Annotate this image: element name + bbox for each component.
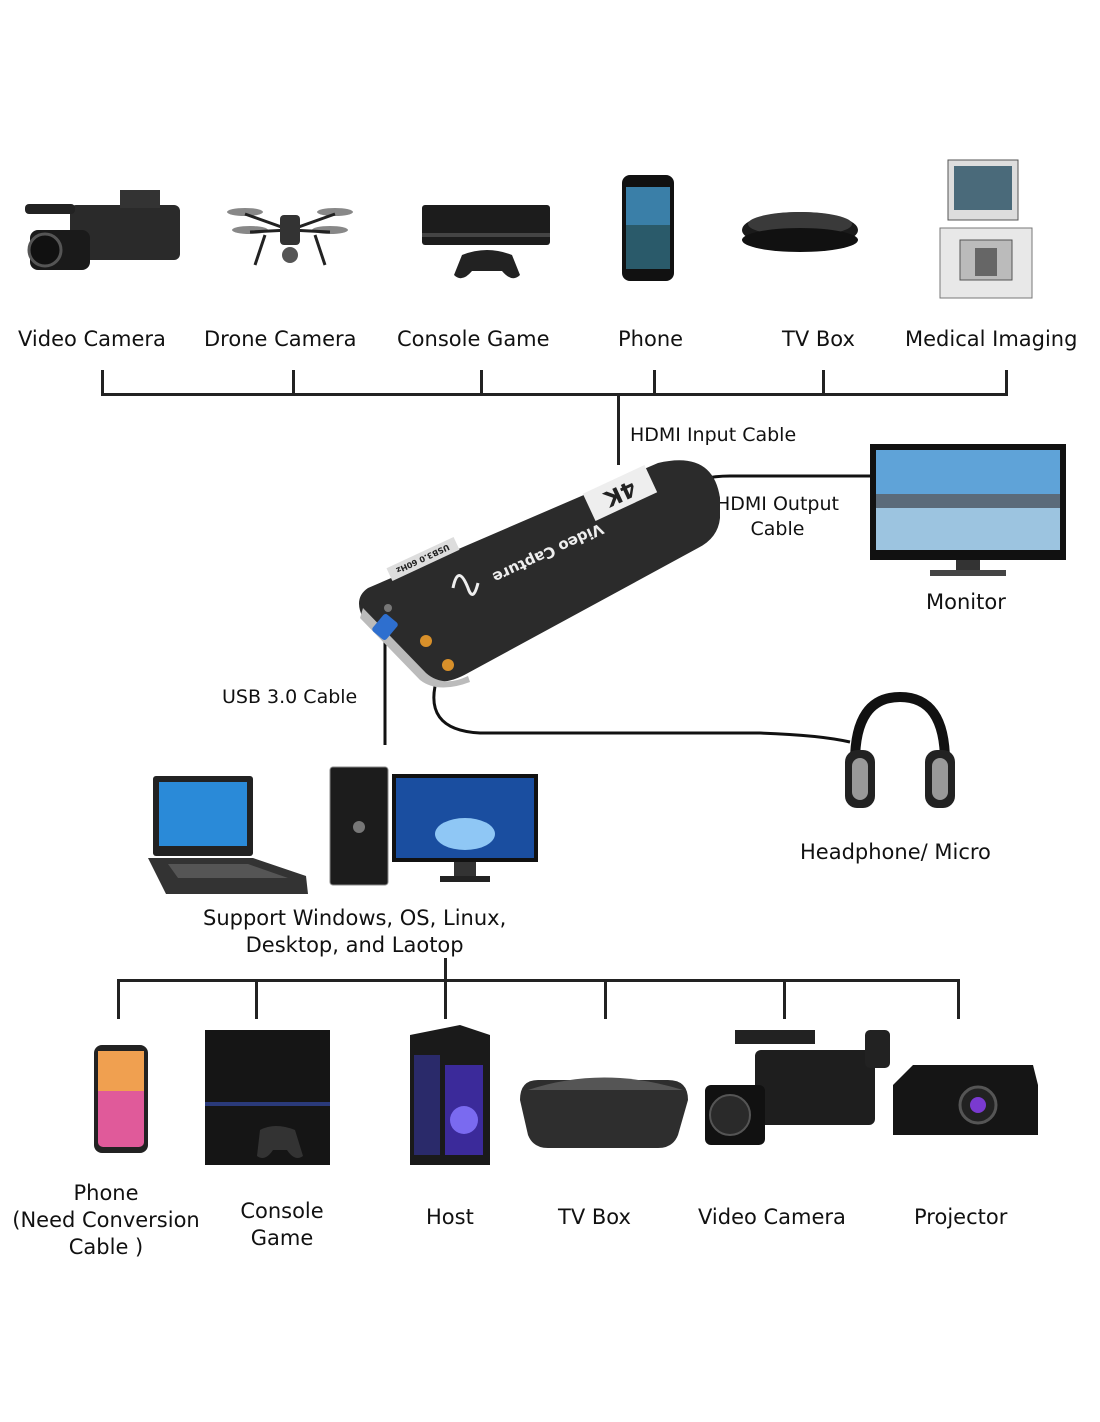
headphone-label: Headphone/ Micro <box>800 840 991 864</box>
output-label-line: (Need Conversion <box>12 1208 200 1232</box>
output-label-line: Cable ) <box>68 1235 144 1259</box>
output-label-projector: Projector <box>914 1205 1008 1229</box>
output-label-host: Host <box>426 1205 474 1229</box>
bracket-tick <box>604 979 607 1019</box>
projector-icon <box>893 1065 1039 1147</box>
output-label-phone: Phone (Need Conversion Cable ) <box>0 1180 212 1261</box>
usb-cable-label: USB 3.0 Cable <box>222 686 358 708</box>
bracket-tick <box>255 979 258 1019</box>
laptop-icon <box>148 776 308 905</box>
video-camera-icon <box>25 190 185 289</box>
bracket-tick <box>783 979 786 1019</box>
computers-label: Support Windows, OS, Linux, Desktop, and… <box>203 905 506 959</box>
phone-icon <box>622 175 677 287</box>
output-label-line: Console <box>240 1199 324 1223</box>
headphone-icon <box>840 691 960 816</box>
medical-imaging-icon <box>939 159 1035 304</box>
bracket-tick <box>292 370 295 395</box>
source-label-drone-camera: Drone Camera <box>204 327 357 351</box>
source-label-video-camera: Video Camera <box>18 327 166 351</box>
source-bracket-line <box>101 393 1008 396</box>
bracket-tick <box>117 979 120 1019</box>
monitor-label: Monitor <box>926 590 1006 614</box>
bracket-tick <box>957 979 960 1019</box>
output-label-console-game: Console Game <box>232 1198 332 1252</box>
output-label-line: Game <box>250 1226 314 1250</box>
desktop-monitor-icon <box>392 774 540 890</box>
hdmi-output-label-line1: HDMI Output <box>716 493 839 515</box>
monitor-icon <box>870 444 1068 584</box>
source-label-console-game: Console Game <box>397 327 550 351</box>
playstation-icon <box>200 1030 335 1174</box>
bracket-tick <box>653 370 656 395</box>
hdmi-output-label-line2: Cable <box>750 518 805 540</box>
bracket-tick <box>822 370 825 395</box>
hdmi-input-label: HDMI Input Cable <box>630 424 797 446</box>
desktop-tower-icon <box>329 766 390 891</box>
bracket-tick <box>1005 370 1008 395</box>
game-console-icon <box>422 205 552 284</box>
headphone-cable <box>432 674 851 744</box>
tv-box-output-icon <box>518 1060 690 1154</box>
drone-icon <box>225 200 355 279</box>
smartphone-icon <box>94 1045 150 1159</box>
source-label-tv-box: TV Box <box>782 327 855 351</box>
hdmi-input-cable <box>617 393 620 465</box>
bracket-tick <box>101 370 104 395</box>
computers-label-line1: Support Windows, OS, Linux, <box>203 906 507 930</box>
bracket-tick <box>444 979 447 1019</box>
video-capture-device: 4K Video Capture USB3.0 60Hz <box>358 458 728 692</box>
device-badge-background <box>386 537 460 581</box>
pc-tower-icon <box>400 1025 495 1174</box>
tv-box-icon <box>740 208 862 262</box>
bracket-tick <box>480 370 483 395</box>
computers-connector <box>444 958 447 980</box>
output-label-video-camera: Video Camera <box>698 1205 846 1229</box>
output-label-tv-box: TV Box <box>558 1205 631 1229</box>
source-label-medical-imaging: Medical Imaging <box>905 327 1078 351</box>
output-label-line: Phone <box>73 1181 139 1205</box>
computers-label-line2: Desktop, and Laotop <box>245 933 464 957</box>
source-label-phone: Phone <box>618 327 684 351</box>
output-bracket-line <box>117 979 960 982</box>
camcorder-icon <box>705 1030 895 1159</box>
hdmi-output-label: HDMI Output Cable <box>716 492 839 542</box>
